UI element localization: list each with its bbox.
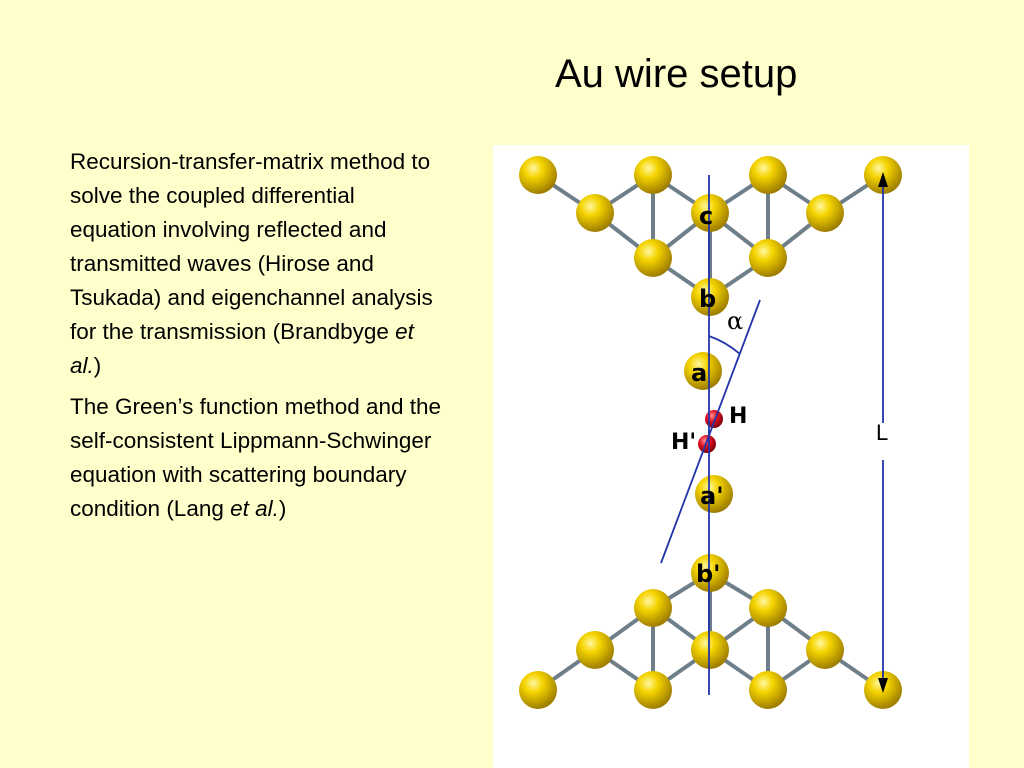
axis-lines bbox=[660, 175, 761, 695]
paragraph-greens-end: ) bbox=[278, 496, 287, 521]
label-b-prime: b' bbox=[696, 560, 721, 588]
au-atom bbox=[634, 156, 672, 194]
label-b: b bbox=[699, 285, 716, 313]
au-atom bbox=[519, 156, 557, 194]
paragraph-recursion-method: Recursion-transfer-matrix method to solv… bbox=[70, 145, 445, 383]
h-atom bbox=[705, 410, 723, 428]
au-atom bbox=[806, 631, 844, 669]
au-atom-b-prime bbox=[691, 554, 729, 592]
au-atom bbox=[749, 671, 787, 709]
au-atom-b bbox=[691, 278, 729, 316]
label-a: a bbox=[691, 359, 707, 387]
au-atom bbox=[749, 156, 787, 194]
label-alpha: α bbox=[727, 307, 743, 335]
paragraph-recursion-end: ) bbox=[93, 353, 102, 378]
au-atom bbox=[576, 194, 614, 232]
au-atom bbox=[634, 671, 672, 709]
arrowhead-down-icon bbox=[878, 678, 888, 693]
paragraph-recursion-italic: et al. bbox=[70, 319, 414, 378]
au-atom-c bbox=[691, 194, 729, 232]
label-h-prime: H' bbox=[671, 430, 696, 455]
au-atom bbox=[576, 631, 614, 669]
label-h: H bbox=[729, 404, 747, 429]
au-atom bbox=[749, 239, 787, 277]
au-atom bbox=[634, 239, 672, 277]
au-atom-a-prime bbox=[695, 475, 733, 513]
paragraph-recursion-main: Recursion-transfer-matrix method to solv… bbox=[70, 149, 433, 344]
label-l: L bbox=[876, 420, 888, 445]
arrowhead-up-icon bbox=[878, 172, 888, 187]
au-atom-a bbox=[684, 352, 722, 390]
angle-arc bbox=[708, 335, 741, 355]
au-atom bbox=[691, 631, 729, 669]
label-a-prime: a' bbox=[700, 482, 724, 510]
au-atom bbox=[749, 589, 787, 627]
label-c: c bbox=[699, 202, 713, 230]
slide-title: Au wire setup bbox=[555, 52, 798, 96]
h-prime-atom bbox=[698, 435, 716, 453]
au-wire-diagram: c b α a H H' L a' b' bbox=[519, 156, 902, 709]
paragraph-greens-function: The Green’s function method and the self… bbox=[70, 390, 445, 526]
au-atom bbox=[519, 671, 557, 709]
tilted-molecule-axis-line bbox=[660, 299, 761, 564]
au-atom bbox=[806, 194, 844, 232]
au-atom bbox=[634, 589, 672, 627]
description-text: Recursion-transfer-matrix method to solv… bbox=[70, 145, 445, 533]
paragraph-greens-main: The Green’s function method and the self… bbox=[70, 394, 442, 521]
paragraph-greens-italic: et al. bbox=[230, 496, 279, 521]
length-arrow bbox=[878, 172, 888, 693]
au-wire-figure: c b α a H H' L a' b' bbox=[493, 145, 969, 768]
